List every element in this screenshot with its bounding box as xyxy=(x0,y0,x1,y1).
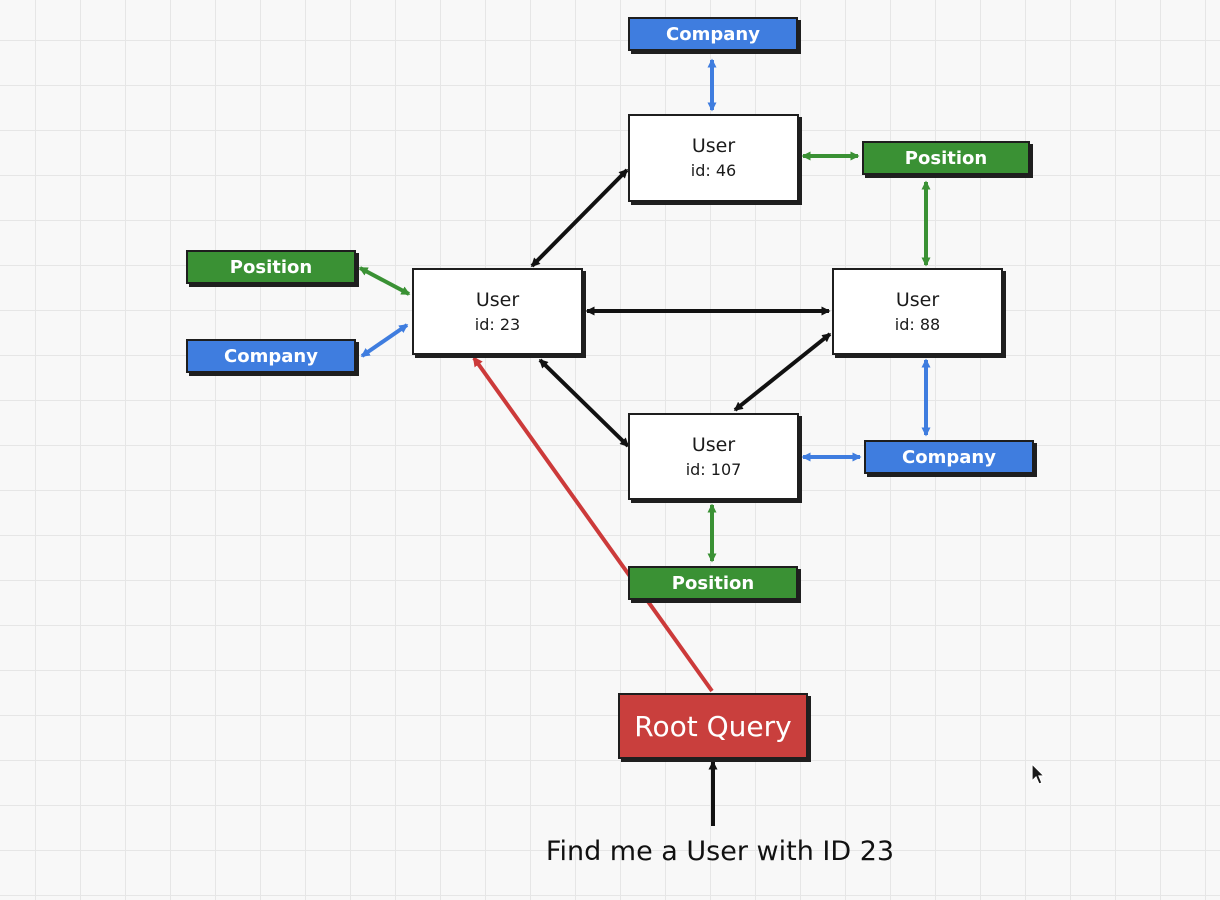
user-node-title: User xyxy=(691,433,736,456)
position-node-left: Position xyxy=(186,250,356,284)
user-node-title: User xyxy=(475,288,520,311)
edge-user23-company xyxy=(360,323,409,358)
user-node-id: id: 88 xyxy=(894,314,941,334)
edge-user23-user46 xyxy=(530,168,629,268)
position-node-top-right: Position xyxy=(862,141,1030,175)
edge-user23-position xyxy=(358,266,411,296)
user-node-id: id: 107 xyxy=(685,459,742,479)
mouse-pointer-icon xyxy=(1031,763,1046,785)
user-node-id: id: 46 xyxy=(690,161,737,180)
company-node-right: Company xyxy=(864,440,1034,474)
root-query-node: Root Query xyxy=(618,693,808,759)
query-caption: Find me a User with ID 23 xyxy=(545,836,895,867)
edge-user88-user107 xyxy=(733,332,832,412)
user-node-46: User id: 46 xyxy=(628,114,799,202)
user-node-23: User id: 23 xyxy=(412,268,583,355)
position-node-bottom: Position xyxy=(628,566,798,600)
user-node-107: User id: 107 xyxy=(628,413,799,500)
company-node-top: Company xyxy=(628,17,798,51)
user-node-title: User xyxy=(895,288,940,311)
user-node-title: User xyxy=(691,135,736,157)
company-node-left: Company xyxy=(186,339,356,373)
user-node-id: id: 23 xyxy=(474,314,521,334)
edge-rootquery-user23 xyxy=(472,356,714,693)
edge-user23-user107 xyxy=(538,358,630,448)
user-node-88: User id: 88 xyxy=(832,268,1003,355)
